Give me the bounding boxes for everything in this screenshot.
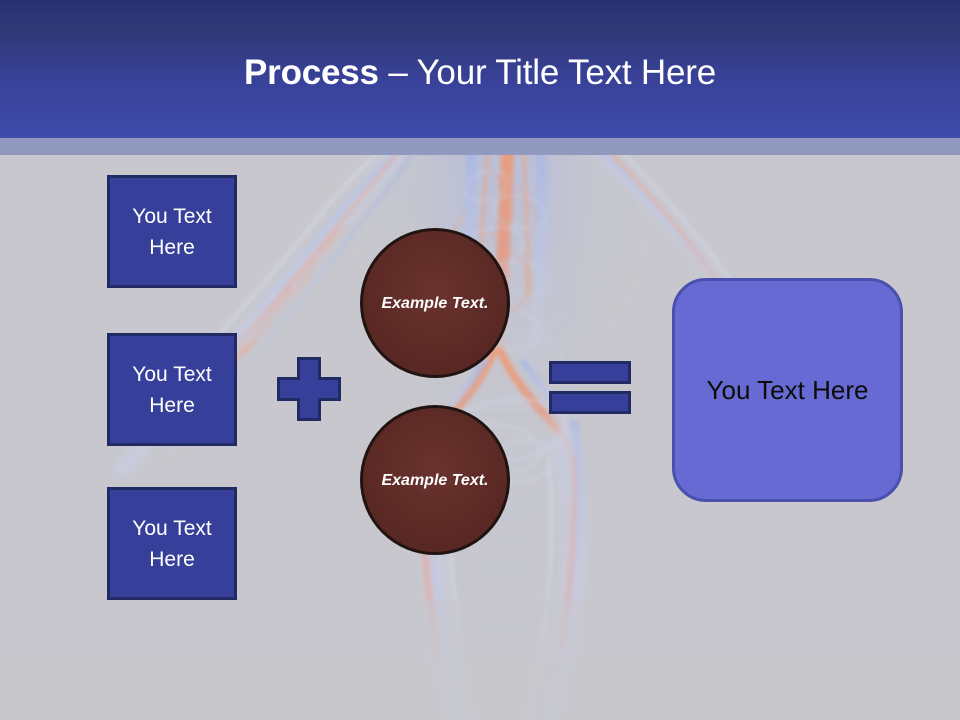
page-title-rest: – Your Title Text Here xyxy=(378,53,716,92)
page-title: Process – Your Title Text Here xyxy=(0,50,960,96)
example-circle-1-label: Example Text. xyxy=(381,294,489,312)
input-box-3[interactable]: You Text Here xyxy=(107,487,237,600)
input-box-1-label: You Text Here xyxy=(132,204,212,259)
example-circle-2-label: Example Text. xyxy=(381,471,489,489)
equals-icon xyxy=(549,361,631,414)
input-box-2-label: You Text Here xyxy=(132,362,212,417)
plus-icon xyxy=(277,357,341,421)
page-title-bold: Process xyxy=(244,53,379,92)
title-underline-band xyxy=(0,138,960,155)
equals-bar-top xyxy=(549,361,631,384)
result-box-label: You Text Here xyxy=(706,375,869,405)
example-circle-1[interactable]: Example Text. xyxy=(360,228,510,378)
input-box-2[interactable]: You Text Here xyxy=(107,333,237,446)
equals-bar-bottom xyxy=(549,391,631,414)
example-circle-2[interactable]: Example Text. xyxy=(360,405,510,555)
input-box-3-label: You Text Here xyxy=(132,516,212,571)
title-banner xyxy=(0,0,960,138)
result-box[interactable]: You Text Here xyxy=(672,278,903,502)
input-box-1[interactable]: You Text Here xyxy=(107,175,237,288)
